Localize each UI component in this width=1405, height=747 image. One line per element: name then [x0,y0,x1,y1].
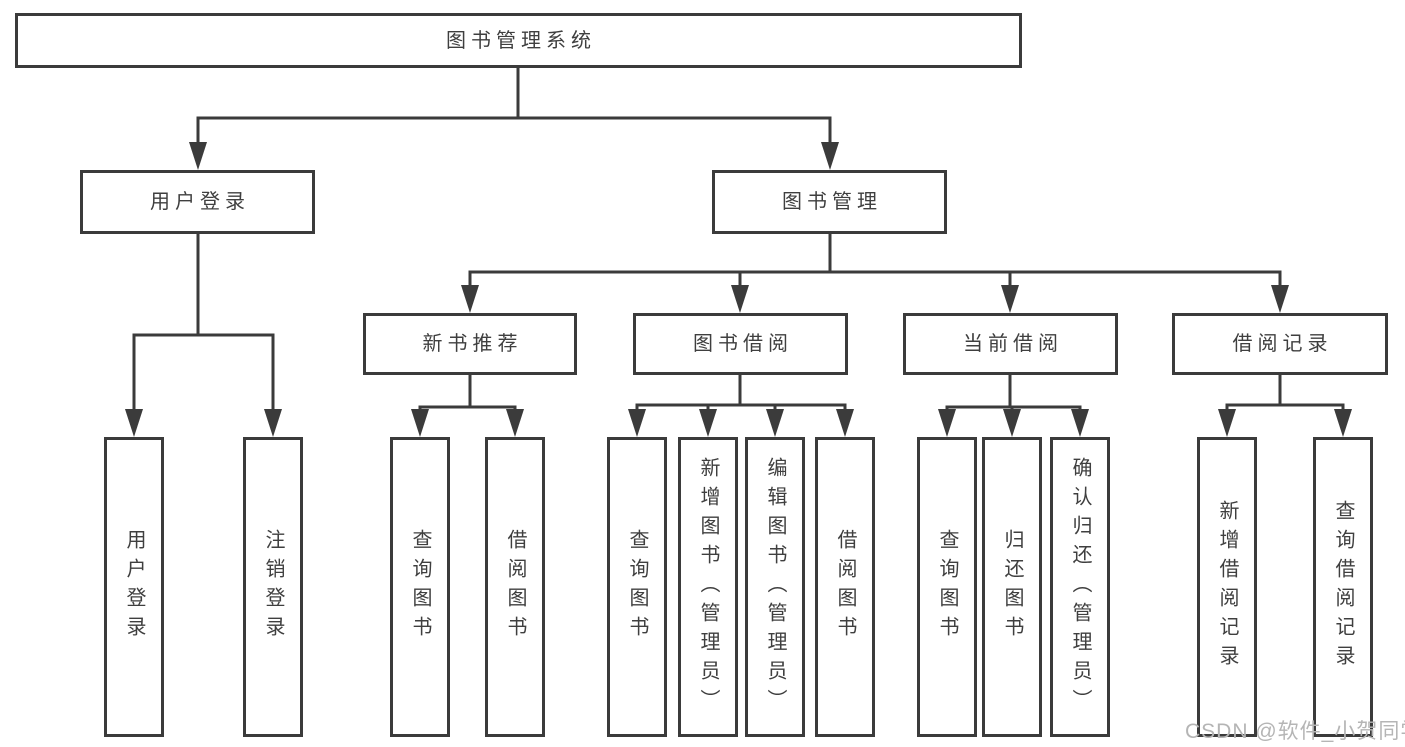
leaf-return-books: 归还图书 [982,437,1042,737]
csdn-watermark: CSDN @软件_小贺同学 [1185,720,1405,743]
leaf-label: 归还图书 [1001,529,1023,645]
node-library-management-system: 图书管理系统 [15,13,1022,68]
arrowheads [125,142,1352,437]
leaf-label: 查询图书 [936,529,958,645]
node-label: 图书管理系统 [446,29,596,52]
leaf-label: 借阅图书 [834,529,856,645]
node-label: 用户登录 [150,191,250,213]
leaf-user-login: 用户登录 [104,437,164,737]
leaf-edit-books-admin: 编辑图书（管理员） [745,437,805,737]
leaf-borrow-books: 借阅图书 [815,437,875,737]
node-new-book-recommendation: 新书推荐 [363,313,577,375]
leaf-label: 用户登录 [123,529,145,645]
leaf-label: 查询图书 [626,529,648,645]
node-label: 图书管理 [782,191,882,213]
leaf-borrow-books: 借阅图书 [485,437,545,737]
node-label: 借阅记录 [1232,333,1333,355]
leaf-confirm-return-admin: 确认归还（管理员） [1050,437,1110,737]
leaf-label: 查询借阅记录 [1332,500,1354,674]
node-book-borrowing: 图书借阅 [633,313,848,375]
node-label: 新书推荐 [422,333,523,355]
node-label: 图书借阅 [693,333,793,355]
leaf-query-books: 查询图书 [917,437,977,737]
leaf-add-borrow-record: 新增借阅记录 [1197,437,1257,737]
leaf-label: 新增图书（管理员） [697,456,719,718]
leaf-label: 注销登录 [262,529,284,645]
leaf-label: 确认归还（管理员） [1069,456,1091,718]
leaf-query-books: 查询图书 [607,437,667,737]
node-user-login-branch: 用户登录 [80,170,315,234]
leaf-logout: 注销登录 [243,437,303,737]
leaf-add-books-admin: 新增图书（管理员） [678,437,738,737]
leaf-label: 借阅图书 [504,529,526,645]
leaf-query-books: 查询图书 [390,437,450,737]
leaf-label: 新增借阅记录 [1216,500,1238,674]
leaf-query-borrow-record: 查询借阅记录 [1313,437,1373,737]
node-label: 当前借阅 [963,333,1063,355]
node-book-management-branch: 图书管理 [712,170,947,234]
node-borrowing-records: 借阅记录 [1172,313,1388,375]
leaf-label: 查询图书 [409,529,431,645]
node-current-borrowing: 当前借阅 [903,313,1118,375]
leaf-label: 编辑图书（管理员） [764,456,786,718]
